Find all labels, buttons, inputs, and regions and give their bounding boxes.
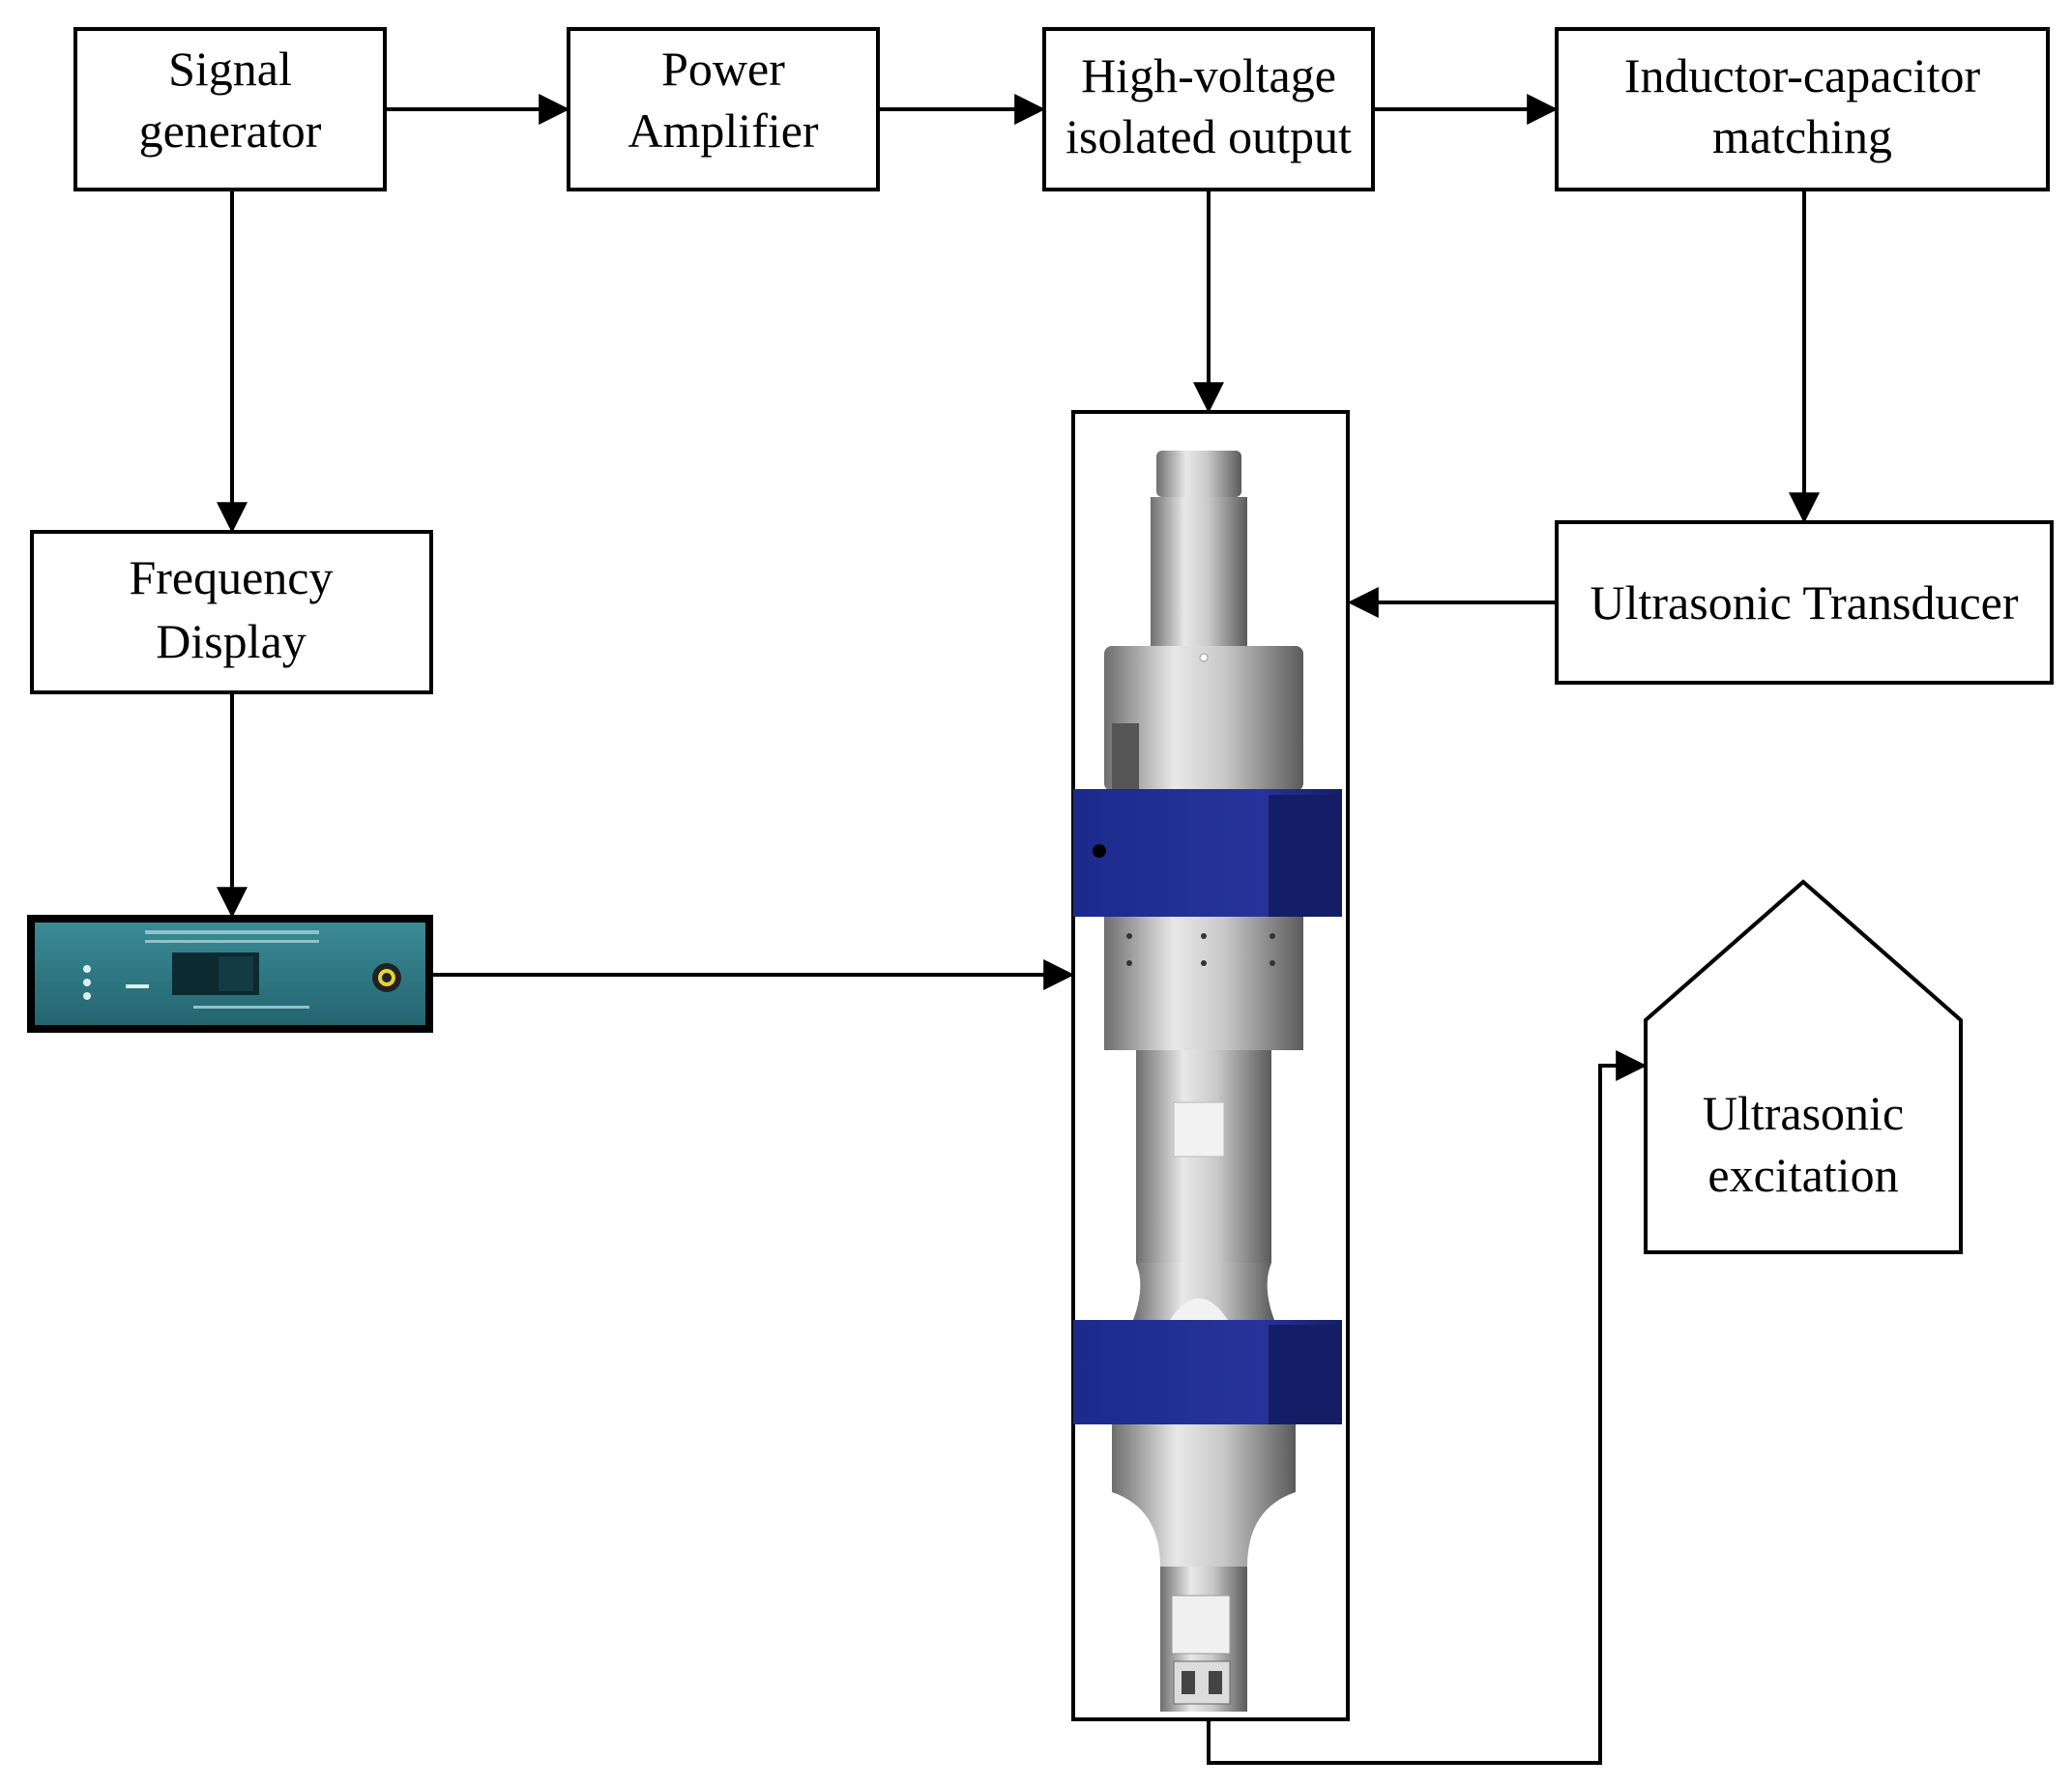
high-voltage-output-label-1: High-voltage <box>1081 48 1336 103</box>
signal-generator-label-2: generator <box>139 103 322 158</box>
generator-panel-image <box>27 915 433 1033</box>
high-voltage-output-block: High-voltage isolated output <box>1042 27 1375 191</box>
lc-matching-label-2: matching <box>1712 109 1892 163</box>
ultrasonic-transducer-block: Ultrasonic Transducer <box>1555 520 2054 685</box>
signal-generator-label-1: Signal <box>168 42 292 96</box>
ultrasonic-excitation-label-1: Ultrasonic <box>1703 1086 1904 1140</box>
lc-matching-label-1: Inductor-capacitor <box>1624 48 1981 103</box>
frequency-display-block: Frequency Display <box>30 530 433 694</box>
frequency-display-label-1: Frequency <box>129 550 333 604</box>
ultrasonic-excitation-label-2: excitation <box>1707 1148 1898 1202</box>
lc-matching-block: Inductor-capacitor matching <box>1555 27 2050 191</box>
high-voltage-output-label-2: isolated output <box>1065 109 1352 163</box>
frequency-display-label-2: Display <box>156 614 306 668</box>
signal-generator-block: Signal generator <box>73 27 387 191</box>
ultrasonic-transducer-label: Ultrasonic Transducer <box>1590 575 2019 630</box>
ultrasonic-excitation-block: Ultrasonic excitation <box>1644 879 1963 1254</box>
power-amplifier-block: Power Amplifier <box>567 27 880 191</box>
horn-assembly-image <box>1071 410 1350 1721</box>
power-amplifier-label-2: Amplifier <box>627 103 819 158</box>
power-amplifier-label-1: Power <box>661 42 785 96</box>
arrow-horn-to-excitation <box>1207 1050 1648 1765</box>
